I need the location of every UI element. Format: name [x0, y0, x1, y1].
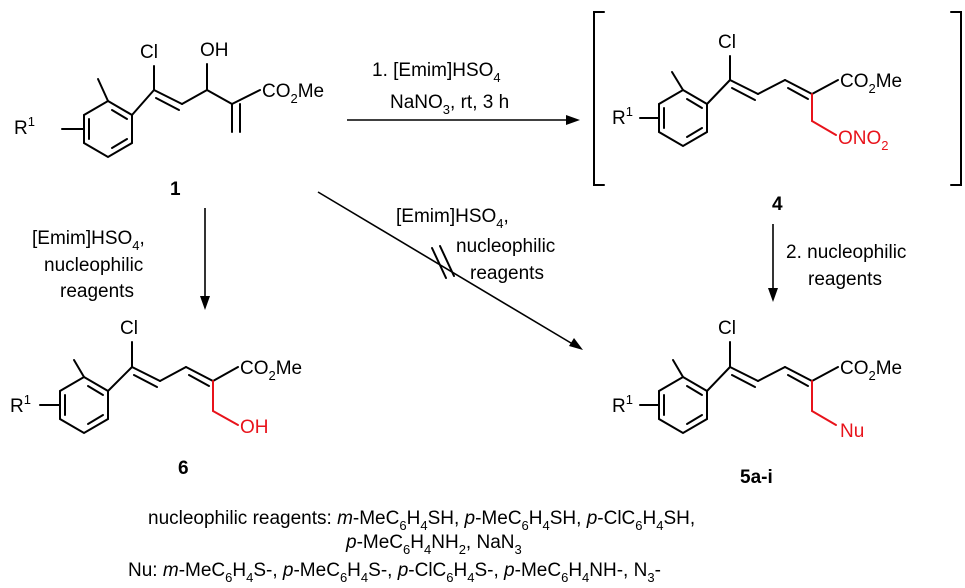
bond [811, 366, 839, 382]
footer-notes: nucleophilic reagents: m-MeC6H4SH, p-MeC… [128, 508, 695, 585]
cross-mark [431, 247, 447, 279]
bond [206, 89, 233, 105]
nucleophilic-reagents-line1: nucleophilic reagents: m-MeC6H4SH, p-MeC… [148, 508, 695, 533]
nitrate-group-label: ONO2 [838, 128, 889, 153]
bond [231, 89, 261, 105]
cross-mark [439, 245, 455, 277]
conditions-line1: 2. nucleophilic [786, 242, 906, 263]
compound-5: R1 Cl CO2Me Nu 5a-i [612, 318, 902, 488]
cl-label: Cl [120, 318, 138, 339]
conditions-line2: nucleophilic [44, 255, 143, 276]
bond [107, 366, 133, 392]
bond [185, 366, 214, 382]
bond [97, 78, 109, 102]
ring-double-bond [111, 138, 128, 149]
conditions-line1: [Emim]HSO4, [32, 228, 145, 253]
compound-1: R1 Cl OH CO2Me 1 [14, 40, 324, 200]
bond [671, 71, 684, 91]
double-bond [155, 97, 180, 111]
benzene-ring [658, 88, 708, 148]
conditions-line3: reagents [470, 263, 544, 284]
benzene-ring [83, 99, 133, 159]
cl-label: Cl [718, 32, 736, 53]
bond [784, 366, 813, 382]
double-bond [787, 87, 809, 100]
cl-label: Cl [140, 42, 158, 63]
ester-label: CO2Me [840, 358, 902, 383]
arrow-diagonal: [Emim]HSO4, nucleophilic reagents [317, 191, 583, 350]
arrow-left: [Emim]HSO4, nucleophilic reagents [32, 208, 210, 310]
bond [757, 79, 786, 95]
ester-label: CO2Me [840, 71, 902, 96]
right-bracket [950, 11, 962, 186]
bond [784, 79, 813, 95]
compound-number-5: 5a-i [740, 467, 773, 488]
compound-number-1: 1 [170, 179, 181, 200]
cl-label: Cl [718, 318, 736, 339]
double-bond [133, 374, 158, 388]
bond [131, 89, 155, 116]
bond [672, 359, 684, 378]
r1-label: R1 [612, 392, 633, 417]
bond [729, 366, 759, 382]
double-bond [188, 374, 210, 387]
double-bond [787, 374, 809, 387]
bond [181, 89, 208, 105]
bond [706, 79, 731, 105]
conditions-line3: reagents [60, 281, 134, 302]
nu-group-label: Nu [840, 421, 864, 442]
bond-red [212, 410, 239, 426]
ring-double-bond [686, 385, 703, 396]
arrow-top: 1. [Emim]HSO4 NaNO3, rt, 3 h [347, 60, 580, 125]
bond [706, 366, 731, 392]
bond [159, 366, 187, 382]
ring-double-bond [686, 127, 703, 138]
bond [73, 359, 85, 378]
left-bracket [593, 11, 605, 186]
bond [212, 366, 239, 382]
benzene-ring [59, 375, 109, 435]
bond [729, 79, 759, 95]
conditions-line2: NaNO3, rt, 3 h [390, 92, 509, 117]
arrowhead [569, 338, 583, 350]
compound-number-4: 4 [772, 194, 783, 215]
compound-number-6: 6 [178, 458, 189, 479]
r1-label: R1 [14, 114, 35, 139]
ring-double-bond [87, 414, 104, 425]
r1-label: R1 [612, 104, 633, 129]
bond-red [811, 410, 837, 426]
reaction-arrow [317, 191, 577, 347]
ring-double-bond [111, 109, 128, 120]
bond [131, 366, 161, 382]
bond [153, 89, 183, 105]
bond [757, 366, 786, 382]
arrowhead [768, 288, 778, 302]
conditions-line1: [Emim]HSO4, [396, 206, 509, 231]
arrowhead [566, 115, 580, 125]
nucleophilic-reagents-line2: p-MeC6H4NH2, NaN3 [345, 532, 522, 557]
r1-label: R1 [10, 392, 31, 417]
arrowhead [200, 296, 210, 310]
ring-double-bond [686, 98, 703, 109]
conditions-line2: reagents [808, 269, 882, 290]
compound-4: R1 Cl CO2Me ONO2 4 [612, 32, 902, 215]
arrow-right: 2. nucleophilic reagents [768, 224, 906, 302]
double-bond [731, 87, 756, 101]
ester-label: CO2Me [262, 81, 324, 106]
compound-6: R1 Cl CO2Me OH 6 [10, 318, 302, 479]
bond [811, 79, 839, 95]
ring-double-bond [686, 414, 703, 425]
bond-red [811, 120, 837, 136]
double-bond [731, 374, 756, 388]
ester-label: CO2Me [240, 358, 302, 383]
nu-definition-line: Nu: m-MeC6H4S-, p-MeC6H4S-, p-ClC6H4S-, … [128, 560, 661, 585]
oh-label: OH [200, 40, 229, 61]
conditions-line2: nucleophilic [456, 236, 555, 257]
conditions-line1: 1. [Emim]HSO4 [372, 60, 501, 85]
ring-double-bond [87, 385, 104, 396]
hydroxyl-group-label: OH [240, 417, 269, 438]
benzene-ring [658, 375, 708, 435]
